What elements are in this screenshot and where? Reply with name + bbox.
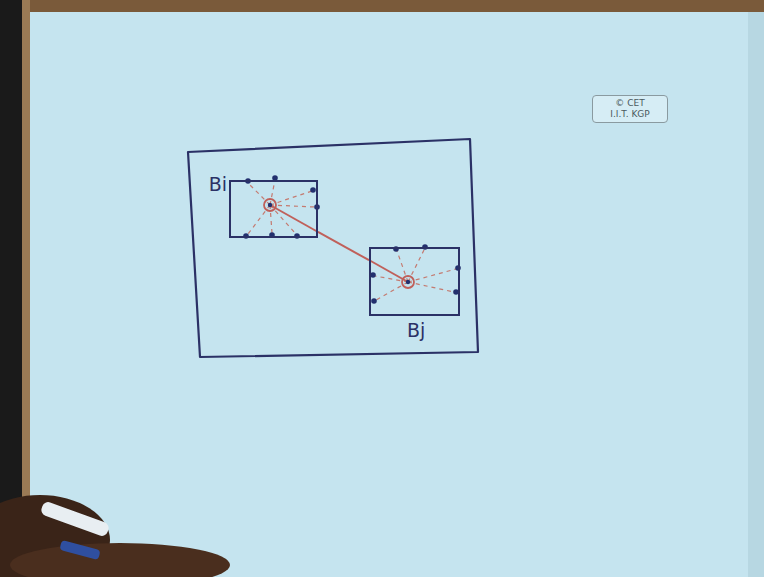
connecting-line [318,232,369,260]
inner-segments [270,205,408,282]
table-edge [0,0,764,12]
boundary-dots [243,175,461,304]
center-points [264,199,414,288]
block-box: Bi [229,180,318,238]
block-box: Bj [369,247,460,316]
table-edge [0,0,22,577]
paper-edge [748,12,764,577]
outer-rectangle [188,139,478,357]
paper-edge [22,0,30,577]
watermark-text: I.I.T. KGP [596,109,664,120]
hand [0,495,230,577]
watermark-text: © CET [596,98,664,109]
watermark-box: © CETI.I.T. KGP [592,95,668,123]
block-label: Bj [407,320,425,341]
dashed-rays [248,180,456,300]
block-label: Bi [209,174,227,195]
